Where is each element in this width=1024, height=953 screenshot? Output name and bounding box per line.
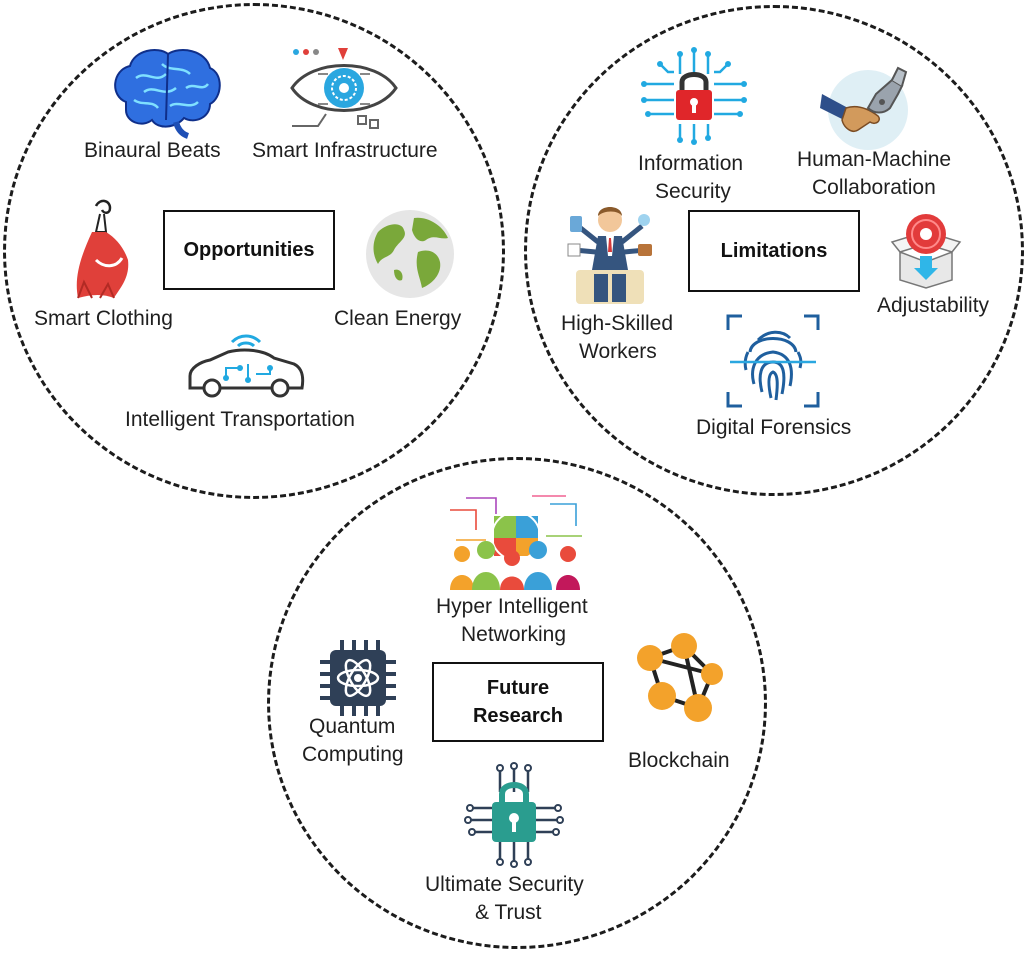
ultimate-security-label-1: Ultimate Security — [425, 873, 584, 896]
clean-energy-label: Clean Energy — [334, 307, 462, 330]
blockchain-icon — [628, 630, 724, 724]
blockchain-label: Blockchain — [628, 749, 730, 772]
hyper-networking-label-2: Networking — [461, 623, 567, 646]
human-machine-label-2: Collaboration — [812, 176, 936, 199]
opportunities-title-box: Opportunities — [163, 210, 335, 290]
opportunities-title: Opportunities — [183, 239, 315, 261]
future-research-circle — [267, 457, 767, 949]
future-research-title-line1: Future — [486, 677, 550, 699]
secure-lock-icon — [464, 762, 564, 868]
dress-icon — [70, 198, 134, 302]
fingerprint-icon — [724, 312, 822, 410]
globe-icon — [364, 208, 456, 300]
puzzle-network-icon — [446, 490, 586, 590]
disc-box-icon — [890, 212, 962, 289]
binaural-beats-label: Binaural Beats — [84, 139, 221, 162]
human-machine-label-1: Human-Machine — [797, 148, 952, 171]
high-skilled-label-1: High-Skilled — [561, 312, 674, 335]
limitations-circle — [524, 5, 1024, 496]
smart-infrastructure-label: Smart Infrastructure — [252, 139, 438, 162]
smart-clothing-label: Smart Clothing — [34, 307, 173, 330]
eye-icon — [288, 44, 400, 132]
quantum-computing-label-1: Quantum — [309, 715, 396, 738]
information-security-label-2: Security — [655, 180, 731, 203]
opportunities-circle — [3, 3, 505, 499]
smart-car-icon — [186, 328, 306, 400]
digital-forensics-label: Digital Forensics — [696, 416, 852, 439]
adjustability-label: Adjustability — [877, 294, 990, 317]
ultimate-security-label-2: & Trust — [475, 901, 542, 924]
quantum-chip-icon — [318, 638, 398, 718]
future-research-title-line2: Research — [472, 705, 564, 727]
handshake-icon — [818, 64, 914, 150]
information-security-label-1: Information — [638, 152, 744, 175]
intelligent-transportation-label: Intelligent Transportation — [125, 408, 355, 431]
high-skilled-label-2: Workers — [579, 340, 657, 363]
quantum-computing-label-2: Computing — [302, 743, 404, 766]
brain-icon — [106, 44, 226, 139]
multitask-worker-icon — [567, 196, 652, 306]
limitations-title-box: Limitations — [688, 210, 860, 292]
future-research-title-box: Future Research — [432, 662, 604, 742]
lock-circuit-icon — [640, 44, 748, 145]
limitations-title: Limitations — [720, 240, 828, 262]
hyper-networking-label-1: Hyper Intelligent — [436, 595, 588, 618]
